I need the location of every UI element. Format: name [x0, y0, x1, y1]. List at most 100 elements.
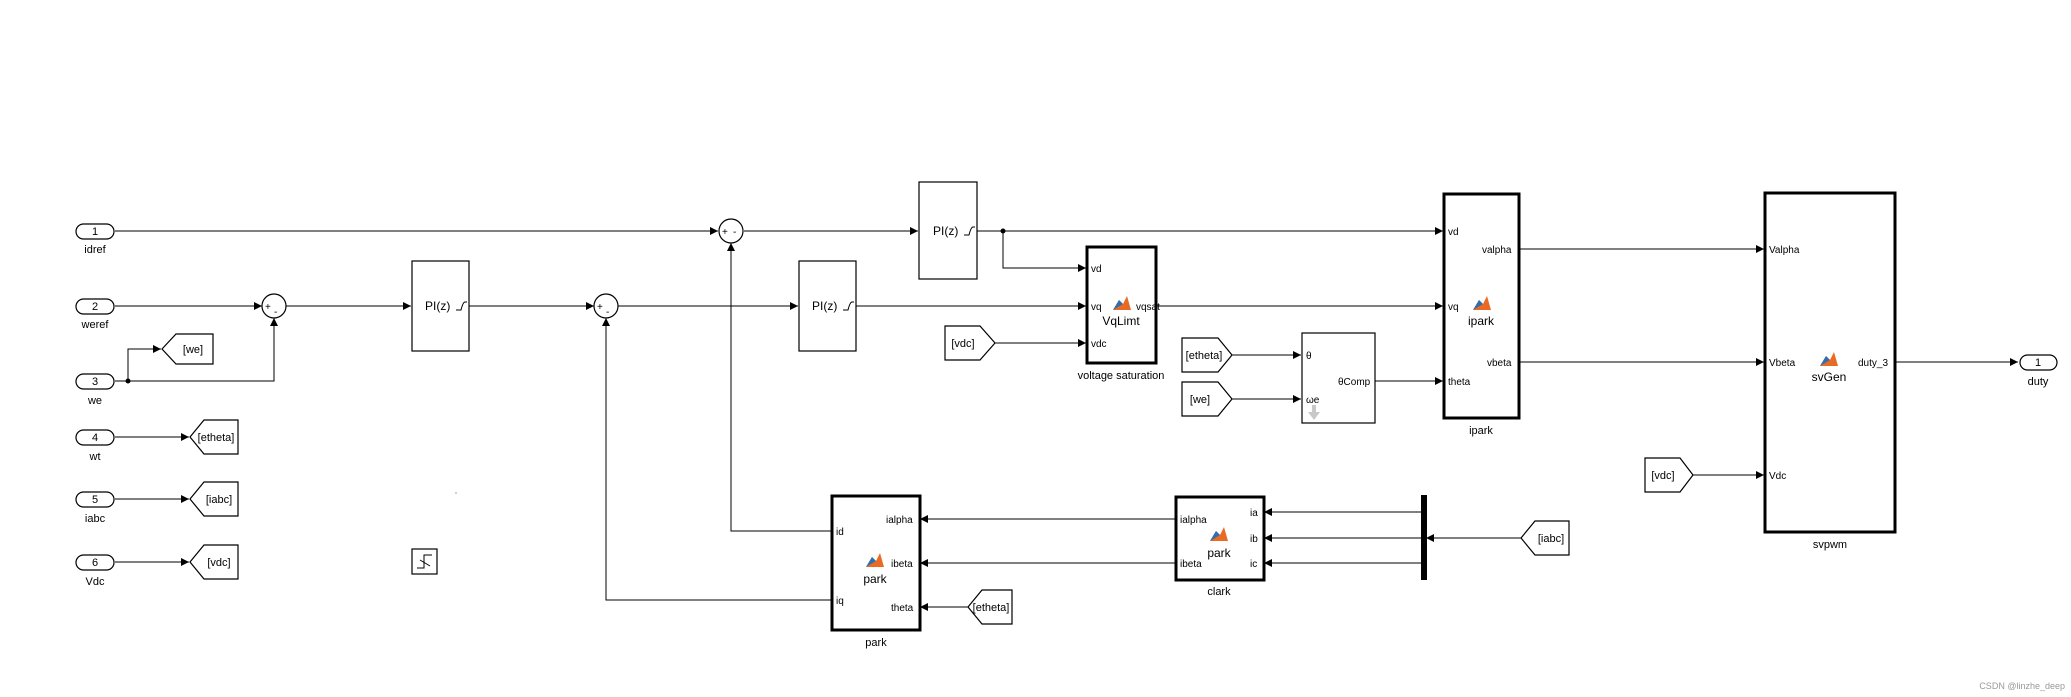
inport-number: 3 [92, 376, 98, 388]
port-label: ωe [1306, 395, 1320, 406]
goto-label: [vdc] [207, 557, 230, 569]
from-iabc[interactable]: [iabc] [1520, 520, 1570, 556]
park-block[interactable]: id iq ialpha ibeta theta park park [830, 494, 922, 649]
port-label: vbeta [1487, 358, 1512, 369]
port-label: theta [1448, 377, 1471, 388]
svpwm-block[interactable]: Valpha Vbeta Vdc duty_3 svGen svpwm [1763, 191, 1897, 551]
inport-4[interactable]: 4 wt [75, 429, 115, 463]
sum-sign: - [733, 227, 736, 238]
goto-iabc[interactable]: [iabc] [189, 481, 239, 517]
port-label: θ [1306, 351, 1312, 362]
ipark-block[interactable]: vd vq theta valpha vbeta ipark ipark [1442, 192, 1521, 437]
port-label: ibeta [1180, 559, 1202, 570]
from-etheta-2[interactable]: [etheta] [967, 589, 1013, 625]
pi-controller-speed[interactable]: PI(z) [411, 260, 470, 352]
sum-block-speed[interactable]: + - [261, 293, 287, 319]
inport-1[interactable]: 1 idref [75, 223, 115, 256]
step-icon [417, 554, 432, 569]
sum-sign: + [265, 302, 271, 313]
inport-name: we [87, 395, 102, 407]
port-label: ic [1250, 559, 1257, 570]
matlab-function-icon [1113, 296, 1131, 310]
inport-6[interactable]: 6 Vdc [75, 554, 115, 588]
inport-name: idref [84, 244, 106, 256]
function-name: svGen [1812, 370, 1847, 384]
function-name: park [863, 572, 887, 586]
pi-label: PI(z) [425, 299, 450, 313]
goto-etheta[interactable]: [etheta] [189, 419, 239, 455]
sum-block-id[interactable]: + - [718, 218, 744, 244]
inport-number: 2 [92, 301, 98, 313]
port-label: vd [1091, 264, 1102, 275]
pi-controller-id[interactable]: PI(z) [918, 181, 978, 280]
goto-label: [we] [183, 344, 203, 356]
from-label: [vdc] [951, 338, 974, 350]
port-label: vq [1448, 302, 1459, 313]
from-etheta-1[interactable]: [etheta] [1181, 337, 1233, 373]
sum-sign: - [606, 307, 609, 318]
saturation-icon [456, 301, 467, 311]
port-label: Valpha [1769, 245, 1800, 256]
inport-5[interactable]: 5 iabc [75, 491, 115, 525]
port-label: ialpha [886, 515, 913, 526]
saturation-icon [843, 301, 854, 311]
from-label: [etheta] [973, 602, 1010, 614]
port-label: θComp [1338, 377, 1371, 388]
inport-number: 1 [92, 226, 98, 238]
goto-we[interactable]: [we] [161, 333, 214, 365]
function-name: park [1207, 546, 1231, 560]
outport-name: duty [2028, 376, 2049, 388]
port-label: ibeta [891, 559, 913, 570]
from-label: [etheta] [1186, 350, 1223, 362]
port-label: ialpha [1180, 515, 1207, 526]
port-label: iq [836, 596, 844, 607]
demux-bar[interactable] [1421, 495, 1427, 580]
inport-2[interactable]: 2 weref [75, 298, 115, 331]
from-vdc-1[interactable]: [vdc] [944, 325, 996, 361]
pi-label: PI(z) [812, 299, 837, 313]
clark-block[interactable]: ialpha ibeta ia ib ic park clark [1174, 495, 1266, 598]
watermark: CSDN @linzhe_deep [1979, 681, 2065, 691]
port-label: vd [1448, 227, 1459, 238]
step-icon-mark [419, 559, 431, 567]
matlab-function-icon [1210, 527, 1228, 541]
outport-1[interactable]: 1 duty [2019, 354, 2058, 388]
inport-name: Vdc [86, 576, 105, 588]
inport-number: 4 [92, 432, 98, 444]
inport-number: 5 [92, 494, 98, 506]
block-caption: voltage saturation [1078, 370, 1165, 382]
block-caption: clark [1207, 586, 1231, 598]
port-label: ib [1250, 534, 1258, 545]
goto-vdc[interactable]: [vdc] [189, 544, 239, 580]
pi-controller-iq[interactable]: PI(z) [798, 260, 857, 352]
saturation-icon [964, 226, 975, 236]
block-caption: svpwm [1813, 539, 1847, 551]
port-label: vqsat [1136, 302, 1160, 313]
block-caption: park [865, 637, 887, 649]
block-caption: ipark [1469, 425, 1493, 437]
sum-sign: + [722, 227, 728, 238]
port-label: vdc [1091, 339, 1107, 350]
port-label: Vbeta [1769, 358, 1796, 369]
inport-name: wt [89, 451, 101, 463]
port-label: vq [1091, 302, 1102, 313]
inport-name: weref [81, 319, 110, 331]
inport-3[interactable]: 3 we [75, 373, 115, 407]
arrow-down-icon [1308, 405, 1320, 420]
signal-lines [115, 227, 2018, 611]
matlab-function-icon [1820, 352, 1838, 366]
from-label: [vdc] [1651, 470, 1674, 482]
sum-block-iq[interactable]: + - [593, 293, 619, 319]
goto-label: [etheta] [198, 432, 235, 444]
step-block[interactable] [411, 548, 438, 575]
from-vdc-2[interactable]: [vdc] [1644, 457, 1694, 493]
sum-sign: - [274, 307, 277, 318]
function-name: ipark [1468, 314, 1495, 328]
theta-comp-block[interactable]: θ ωe θComp [1301, 332, 1376, 424]
from-we[interactable]: [we] [1181, 381, 1233, 417]
function-name: VqLimt [1102, 314, 1140, 328]
vqlimit-block[interactable]: vd vq vdc vqsat VqLimt voltage saturatio… [1078, 245, 1165, 382]
port-label: Vdc [1769, 471, 1786, 482]
goto-label: [iabc] [206, 494, 232, 506]
